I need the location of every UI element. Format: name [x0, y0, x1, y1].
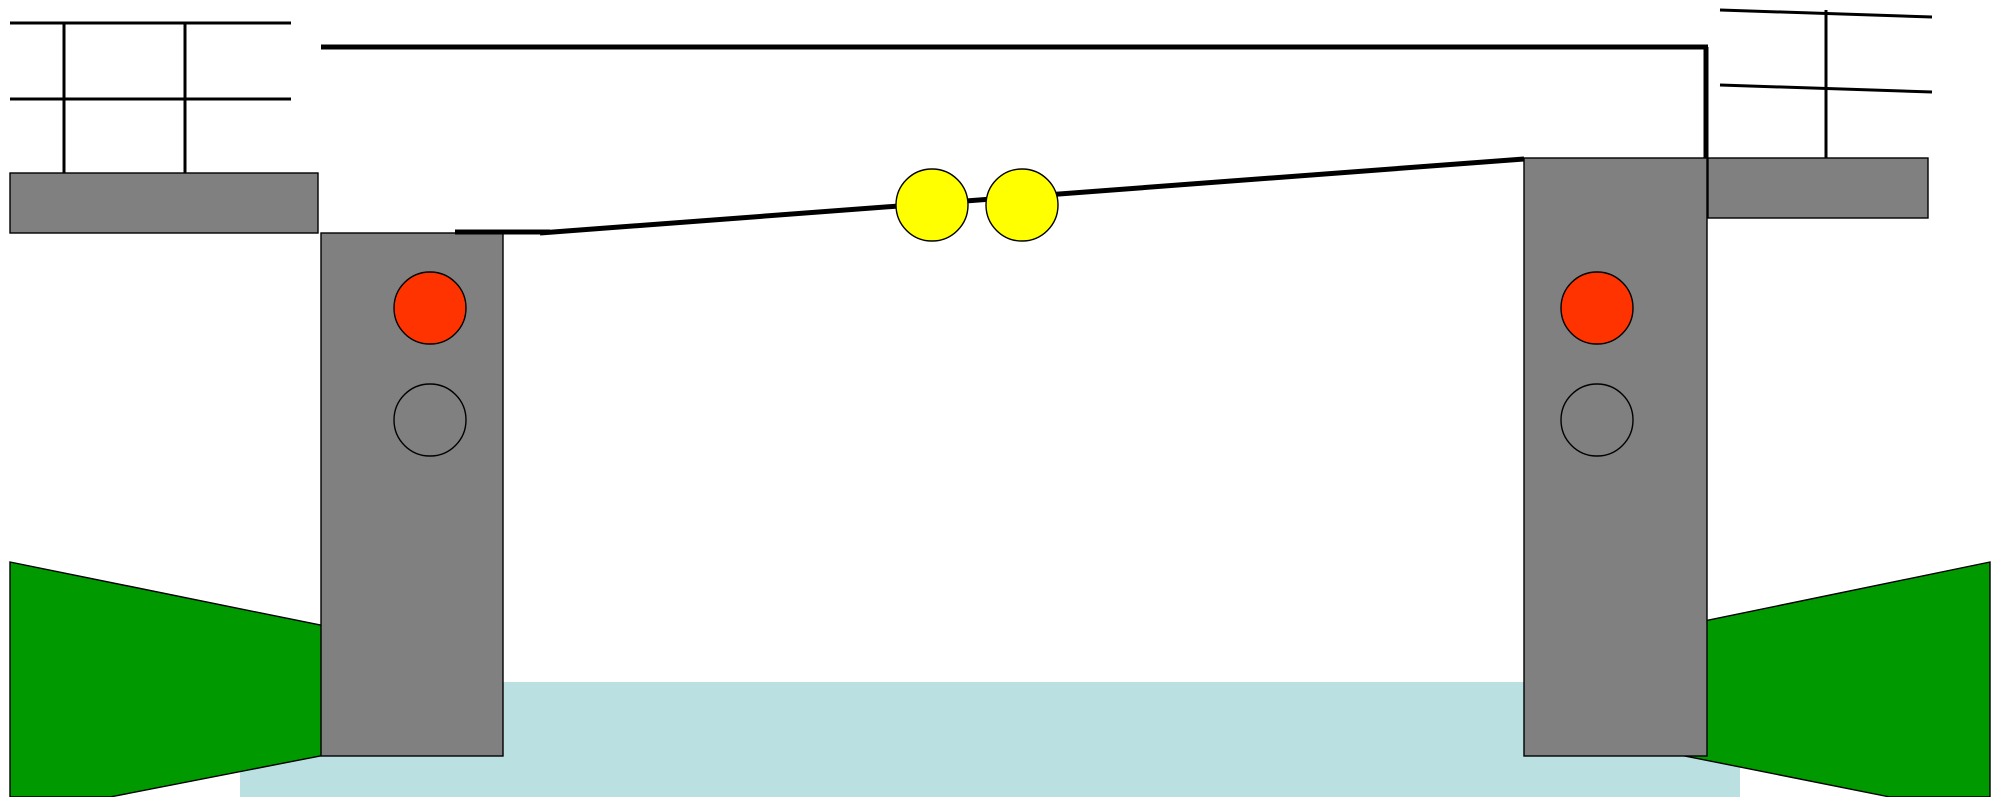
left-railing [10, 23, 291, 173]
bridge-yellow-light-left [896, 169, 968, 241]
left-signal-red-light [394, 272, 466, 344]
right-signal-off-light [1561, 384, 1633, 456]
left-pier [10, 173, 318, 233]
right-tower [1524, 158, 1707, 756]
right-signal-red-light [1561, 272, 1633, 344]
left-signal-off-light [394, 384, 466, 456]
right-railing [1720, 10, 1932, 158]
overhead-cable [321, 47, 1708, 158]
left-bank [10, 562, 325, 797]
right-pier [1708, 158, 1928, 218]
right-bank [1680, 562, 1990, 797]
bridge-yellow-light-right [986, 169, 1058, 241]
